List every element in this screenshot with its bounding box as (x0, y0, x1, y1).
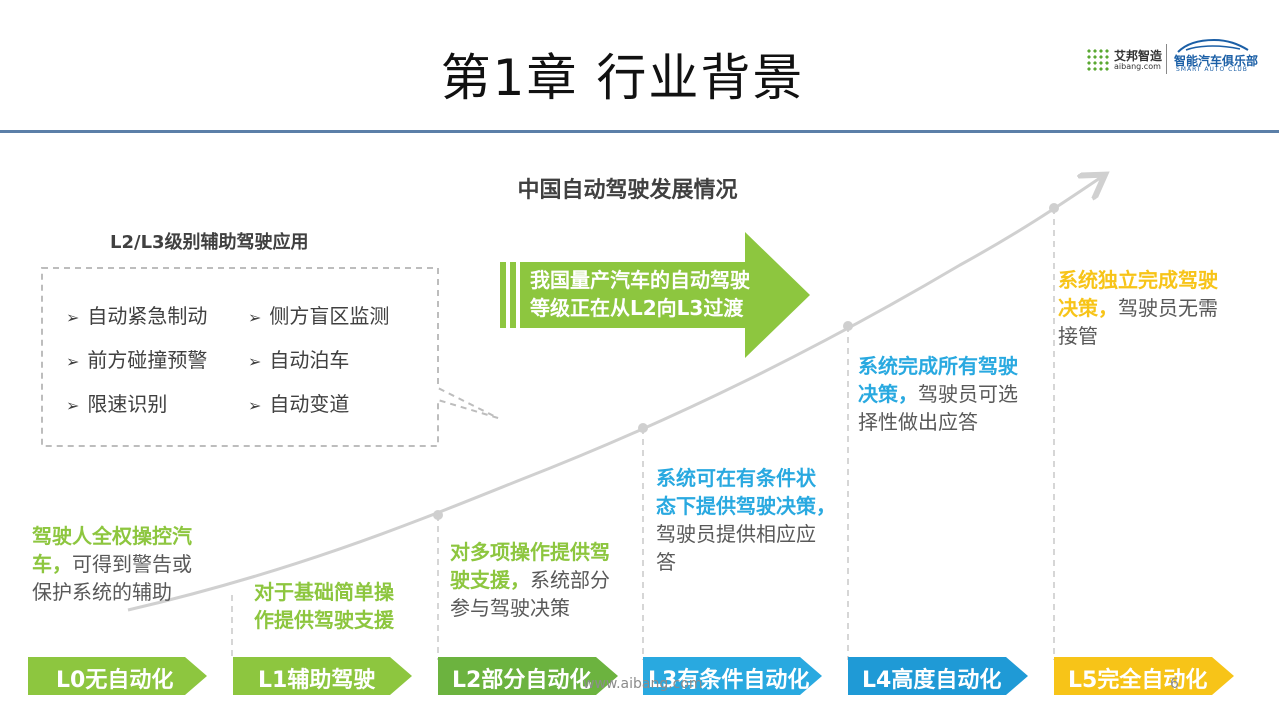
application-item: ➢前方碰撞预警 (66, 348, 208, 372)
level-label-l1: L1辅助驾驶 (258, 668, 376, 693)
title-divider (0, 130, 1279, 133)
level-description-l3: 系统可在有条件状 态下提供驾驶决策， 驾驶员提供相应应 答 (656, 466, 836, 574)
application-item: ➢自动泊车 (248, 348, 350, 372)
application-item: ➢自动变道 (248, 392, 350, 416)
level-description-l2: 对多项操作提供驾 驶支援，系统部分 参与驾驶决策 (450, 540, 610, 620)
page-number: 6 (1170, 676, 1179, 692)
level-arrow-l0 (28, 657, 207, 695)
transition-arrow-text: 我国量产汽车的自动驾驶 等级正在从L2向L3过渡 (530, 268, 750, 320)
logo-separator (1166, 44, 1167, 74)
level-description-l4: 系统完成所有驾驶 决策，驾驶员可选 择性做出应答 (858, 354, 1018, 434)
curve-node-4 (1049, 203, 1059, 213)
curve-node-2 (638, 423, 648, 433)
smart-auto-club-logo: 智能汽车俱乐部 SMART AUTO CLUB (1172, 38, 1259, 74)
slide-title: 第1章 行业背景 (440, 49, 805, 107)
aibang-dots-icon (1086, 48, 1110, 72)
application-item: ➢自动紧急制动 (66, 304, 208, 328)
bullet-arrow-icon: ➢ (66, 396, 80, 415)
level-arrow-l5 (1054, 657, 1234, 695)
level-arrow-l4 (848, 657, 1028, 695)
bullet-arrow-icon: ➢ (66, 308, 80, 327)
level-description-l1: 对于基础简单操 作提供驾驶支援 (254, 580, 394, 632)
level-label-l0: L0无自动化 (56, 668, 174, 693)
club-logo-sub: SMART AUTO CLUB (1176, 66, 1248, 73)
level-arrow-l3 (643, 657, 822, 695)
level-arrow-l1 (233, 657, 412, 695)
level-description-l0: 驾驶人全权操控汽 车，可得到警告或 保护系统的辅助 (32, 524, 192, 604)
aibang-logo: 艾邦智造 aibang.com (1086, 44, 1170, 74)
level-label-l4: L4高度自动化 (862, 668, 1002, 693)
club-logo-name: 智能汽车俱乐部 (1174, 54, 1259, 68)
footer-url: www.aibang.com (583, 676, 703, 692)
level-label-l2: L2部分自动化 (452, 668, 592, 693)
diagram-title: 中国自动驾驶发展情况 (517, 178, 738, 203)
aibang-logo-url: aibang.com (1114, 62, 1161, 71)
car-silhouette-icon (1177, 38, 1249, 53)
transition-arrow-icon (500, 232, 810, 358)
application-item: ➢侧方盲区监测 (248, 304, 390, 328)
application-item: ➢限速识别 (66, 392, 168, 416)
curve-node-1 (433, 510, 443, 520)
level-description-l5: 系统独立完成驾驶 决策，驾驶员无需 接管 (1058, 268, 1218, 348)
bullet-arrow-icon: ➢ (248, 308, 262, 327)
level-label-l3: L3有条件自动化 (648, 668, 810, 693)
level-label-l5: L5完全自动化 (1068, 668, 1208, 693)
bullet-arrow-icon: ➢ (66, 352, 80, 371)
applications-title: L2/L3级别辅助驾驶应用 (110, 232, 309, 253)
level-arrow-l2 (438, 657, 618, 695)
bullet-arrow-icon: ➢ (248, 396, 262, 415)
growth-curve (127, 178, 1100, 612)
bullet-arrow-icon: ➢ (248, 352, 262, 371)
aibang-logo-name: 艾邦智造 (1114, 49, 1163, 63)
curve-node-3 (843, 321, 853, 331)
